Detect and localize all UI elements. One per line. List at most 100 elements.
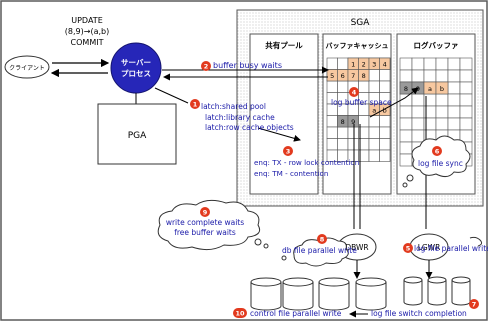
buffer-cell-filled (379, 57, 391, 70)
log-cell (459, 105, 473, 119)
event-10-badge (233, 308, 247, 318)
cylinder-top (318, 277, 350, 287)
event-9-badge (200, 207, 210, 217)
latch-arrow (257, 127, 301, 142)
event-4-num: 4 (352, 89, 357, 97)
log-cell (459, 57, 473, 71)
buffer-cell-filled (347, 115, 359, 128)
event-10-num: 10 (235, 310, 245, 318)
log-cell-filled (435, 81, 449, 95)
buffer-cell-label: a (372, 107, 376, 115)
log-cell (435, 69, 449, 83)
buffer-cell (337, 57, 349, 70)
buffer-cell (368, 149, 380, 162)
event-2-label: buffer busy waits (213, 61, 282, 70)
log-cell (447, 57, 461, 71)
event-5-num: 5 (406, 245, 411, 253)
cylinder-top (282, 277, 314, 287)
buffer-cell-label: b (383, 107, 387, 115)
event-7-badge (469, 299, 479, 309)
event-8-label: db file parallel write (282, 246, 357, 255)
event-1-badge (190, 99, 200, 109)
event-9-cloud (157, 199, 269, 251)
log-cell (423, 57, 437, 71)
event-9-num: 9 (203, 209, 208, 217)
buffer-cell-filled (379, 103, 391, 116)
shared-pool-panel (249, 33, 319, 195)
cylinder-top (250, 277, 282, 287)
log-cell (411, 93, 425, 107)
buffer-cell (347, 138, 359, 151)
client-node (4, 55, 50, 79)
event-6-num: 6 (435, 148, 440, 156)
buffer-cell (379, 69, 391, 82)
event-5-label: log file parallel write (414, 244, 488, 253)
cylinder-top (427, 276, 447, 284)
log-buffer-title: ログバッファ (414, 40, 459, 50)
buffer-cell-label: 8 (362, 72, 366, 80)
buffer-cell (358, 80, 370, 93)
log-cell (411, 69, 425, 83)
event-3-line2: enq: TM - contention (254, 169, 328, 178)
cylinder-top (451, 276, 471, 284)
buffer-cell (379, 80, 391, 93)
log-cell (459, 69, 473, 83)
log-cell (423, 69, 437, 83)
buffer-cell-label: 8 (341, 118, 345, 126)
buffer-cell (326, 57, 338, 70)
buffer-cell (326, 138, 338, 151)
client-label: クライアント (9, 65, 45, 72)
data-file-cylinders (250, 277, 387, 311)
buffer-cell (368, 126, 380, 139)
log-cell (399, 153, 413, 167)
event-3-badge (283, 146, 293, 156)
event-6-badge (432, 146, 442, 156)
event-5-badge (403, 243, 413, 253)
update-line3: COMMIT (71, 38, 104, 47)
buffer-cell-label: 9 (351, 118, 355, 126)
cylinder-top (403, 276, 423, 284)
event-2-num: 2 (204, 63, 209, 71)
buffer-cell (326, 80, 338, 93)
buffer-cell (368, 80, 380, 93)
log-cell (411, 117, 425, 131)
buffer-cell (326, 126, 338, 139)
buffer-cell (368, 69, 380, 82)
event-8-num: 8 (320, 236, 325, 244)
lgwr-label: LGWR (418, 243, 441, 252)
event-9-line1: write complete waits (166, 218, 244, 227)
event-1-line3: latch:row cache objects (205, 123, 294, 132)
log-cell (435, 57, 449, 71)
log-cell (435, 117, 449, 131)
log-cell (399, 117, 413, 131)
event-7-label: log file switch completion (371, 309, 467, 318)
update-line2: (8,9)→(a,b) (65, 27, 109, 36)
event-10-label: control file parallel write (250, 309, 342, 318)
log-cell-label: b (440, 85, 444, 93)
buffer-cell-filled (358, 69, 370, 82)
log-cell (459, 81, 473, 95)
shared-pool-title: 共有プール (265, 40, 303, 50)
server-process-line2: プロセス (121, 68, 151, 78)
log-cell (447, 93, 461, 107)
event-3-line1: enq: TX - row lock contention (254, 158, 359, 167)
buffer-cell (368, 138, 380, 151)
pga-label: PGA (128, 131, 147, 141)
log-cell (435, 105, 449, 119)
buffer-cell (326, 115, 338, 128)
pga-box (97, 103, 177, 165)
log-cell (411, 57, 425, 71)
buffer-cell-label: 5 (330, 72, 334, 80)
buffer-cell-label: 1 (351, 61, 355, 69)
buffer-cell-label: 6 (341, 72, 345, 80)
buffer-cell-label: 4 (383, 61, 387, 69)
event-2-badge (201, 61, 211, 71)
log-cell (447, 69, 461, 83)
log-cell (447, 81, 461, 95)
buffer-cache-title: バッファキャッシュ (326, 42, 389, 50)
event-3-num: 3 (286, 148, 291, 156)
buffer-cell (379, 149, 391, 162)
server-process-node (110, 42, 162, 94)
